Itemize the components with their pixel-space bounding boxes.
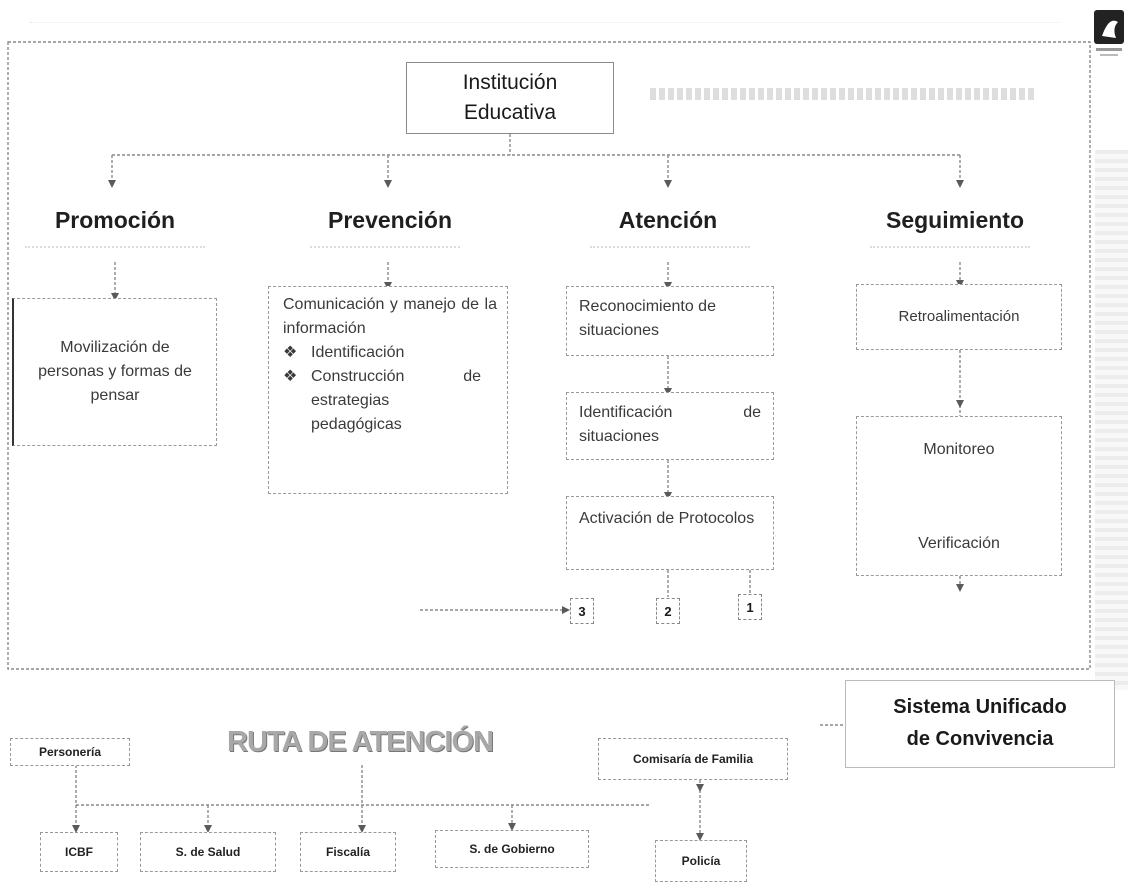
institution-logo (1092, 8, 1126, 60)
atencion-step-3-text: Activación de Protocolos (579, 510, 755, 527)
seguimiento-step-2-text: Monitoreo (923, 441, 995, 458)
sistema-line1: Sistema Unificado (893, 696, 1067, 718)
route-gobierno: S. de Gobierno (435, 830, 589, 868)
prevencion-bullet-2: ❖ Construcción de estrategias pedagógica… (283, 365, 497, 437)
prevencion-bullet-2-text: Construcción de estrategias pedagógicas (311, 368, 481, 433)
atencion-step-1: Reconocimiento de situaciones (566, 286, 774, 356)
atencion-step-3: Activación de Protocolos (566, 496, 774, 570)
pillar-title-atencion: Atención (618, 207, 718, 233)
institucion-educativa-box: Institución Educativa (406, 62, 614, 134)
prevencion-box: Comunicación y manejo de la información … (268, 286, 508, 494)
route-fiscalia: Fiscalía (300, 832, 396, 872)
prevencion-intro-text: Comunicación y manejo de la información (283, 296, 497, 337)
seguimiento-group (856, 416, 1062, 576)
atencion-number-2: 2 (656, 598, 680, 624)
route-policia: Policía (655, 840, 747, 882)
ruta-title: RUTA DE ATENCIÓN (227, 726, 494, 758)
institucion-title-line1: Institución (462, 71, 558, 94)
diamond-bullet-icon: ❖ (283, 368, 298, 385)
diamond-bullet-icon: ❖ (283, 344, 298, 361)
pillar-subtitle-seguimiento-faded (870, 236, 1030, 248)
atencion-step-1-text: Reconocimiento de situaciones (579, 298, 716, 339)
atencion-number-1: 1 (738, 594, 762, 620)
pillar-title-prevencion: Prevención (328, 207, 452, 233)
seguimiento-step-1: Retroalimentación (856, 284, 1062, 350)
atencion-step-2: Identificación de situaciones (566, 392, 774, 460)
atencion-number-3: 3 (570, 598, 594, 624)
faded-subtitle-strip (650, 88, 1035, 100)
faded-header-text (30, 10, 1060, 23)
pillar-title-seguimiento: Seguimiento (885, 207, 1024, 233)
route-icbf: ICBF (40, 832, 118, 872)
promocion-box-text: Movilización de personas y formas de pen… (38, 339, 192, 404)
promocion-box: Movilización de personas y formas de pen… (12, 298, 217, 446)
pillar-title-promocion: Promoción (54, 207, 176, 233)
sistema-unificado-box: Sistema Unificado de Convivencia (845, 680, 1115, 768)
route-comisaria: Comisaría de Familia (598, 738, 788, 780)
seguimiento-step-1-text: Retroalimentación (898, 308, 1020, 325)
seguimiento-step-3-text: Verificación (918, 535, 1000, 552)
route-personeria: Personería (10, 738, 130, 766)
pillar-subtitle-atencion-faded (590, 236, 750, 248)
pillar-subtitle-promocion-faded (25, 236, 205, 248)
pillar-subtitle-prevencion-faded (310, 236, 460, 248)
institucion-title-line2: Educativa (463, 101, 557, 124)
prevencion-bullet-1-text: Identificación (311, 344, 405, 361)
sistema-line2: de Convivencia (906, 728, 1054, 750)
route-salud: S. de Salud (140, 832, 276, 872)
faded-side-image (1095, 150, 1128, 690)
atencion-step-2-text: Identificación de situaciones (579, 404, 761, 445)
prevencion-bullet-1: ❖ Identificación (283, 341, 497, 365)
